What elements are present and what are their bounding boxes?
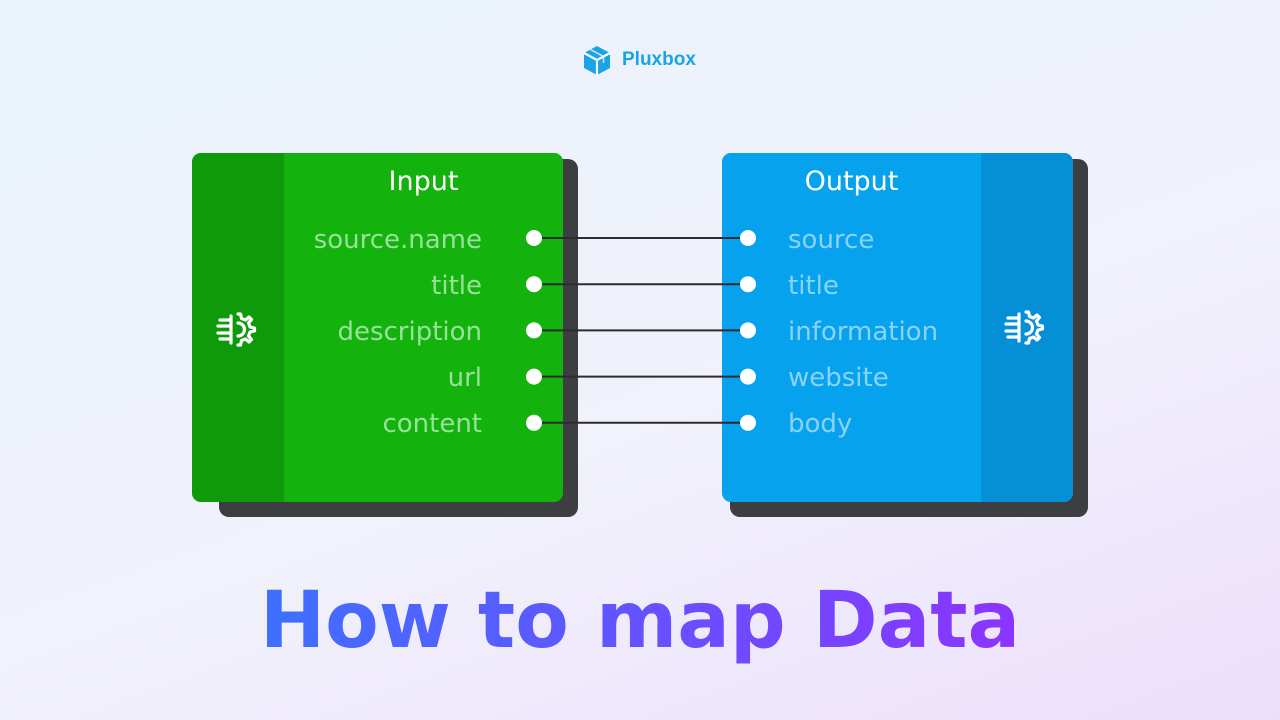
input-field-content: content — [382, 409, 482, 439]
output-port-dot[interactable] — [740, 414, 756, 431]
brand-name: Pluxbox — [622, 49, 696, 70]
input-field-description: description — [337, 317, 482, 347]
output-field-source: source — [788, 225, 875, 255]
output-port-dot[interactable] — [740, 368, 756, 385]
input-panel: Input source.name title description url … — [192, 153, 563, 502]
input-port-dot[interactable] — [526, 322, 542, 339]
input-port-dot[interactable] — [526, 276, 542, 293]
brand-logo: Pluxbox — [581, 44, 696, 76]
output-field-website: website — [788, 363, 889, 393]
output-port-dot[interactable] — [740, 322, 756, 339]
output-port-dot[interactable] — [740, 276, 756, 293]
input-panel-header: Input — [284, 153, 563, 210]
input-panel-strip — [192, 153, 284, 502]
input-field-url: url — [447, 363, 482, 393]
input-port-dot[interactable] — [526, 368, 542, 385]
input-port-dot[interactable] — [526, 230, 542, 246]
input-field-source-name: source.name — [313, 225, 482, 255]
output-panel: Output source title information website … — [722, 153, 1073, 502]
gear-icon — [216, 312, 257, 347]
output-field-information: information — [788, 317, 939, 347]
page-title: How to map Data — [260, 576, 1020, 666]
cube-icon — [583, 46, 611, 75]
output-panel-strip — [981, 153, 1073, 502]
input-panel-title: Input — [388, 166, 459, 197]
output-panel-header: Output — [722, 153, 981, 210]
input-port-dot[interactable] — [526, 414, 542, 431]
output-panel-title: Output — [804, 166, 899, 197]
input-field-title: title — [431, 271, 482, 301]
output-port-dot[interactable] — [740, 230, 756, 246]
output-field-title: title — [788, 271, 839, 301]
gear-icon — [1004, 310, 1045, 345]
output-field-body: body — [788, 409, 853, 439]
